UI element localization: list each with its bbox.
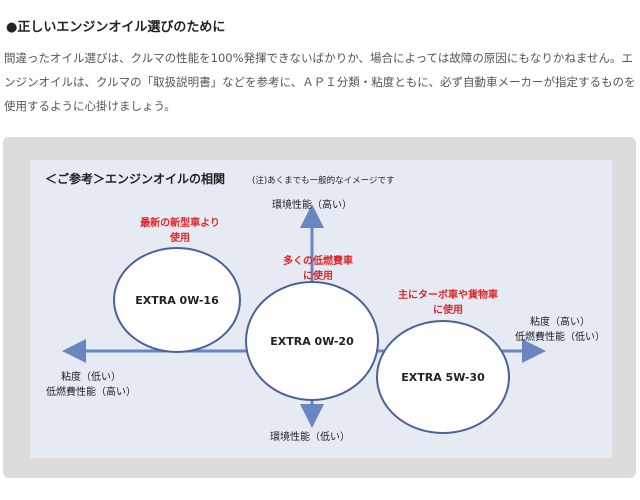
axis-right-line1: 粘度（高い）: [530, 317, 590, 328]
axis-right-line2: 低燃費性能（低い）: [515, 332, 605, 343]
note-line2: 使用: [170, 233, 190, 244]
intro-text: 間違ったオイル選びは、クルマの性能を100%発揮できないばかりか、場合によっては…: [4, 51, 636, 113]
note-line2: に使用: [303, 271, 333, 282]
oil-note-5w30: 主にターボ車や貨物車に使用: [388, 286, 508, 316]
axis-label-bottom: 環境性能（低い）: [270, 432, 350, 443]
oil-note-0w16: 最新の新型車より使用: [125, 214, 235, 244]
note-line2: に使用: [433, 305, 463, 316]
oil-circle-0w20: [245, 281, 379, 401]
oil-circle-5w30: [376, 320, 510, 434]
section-heading: ●正しいエンジンオイル選びのために: [6, 20, 226, 35]
note-line1: 主にターボ車や貨物車: [398, 290, 498, 301]
axis-label-top: 環境性能（高い）: [272, 200, 352, 211]
oil-note-0w20: 多くの低燃費車に使用: [268, 252, 368, 282]
oil-label-5w30: EXTRA 5W-30: [401, 371, 485, 384]
axis-label-left: 粘度（低い） 低燃費性能（高い）: [36, 368, 146, 398]
diagram-note: (注)あくまでも一般的なイメージです: [252, 176, 395, 186]
oil-label-0w16: EXTRA 0W-16: [135, 294, 219, 307]
diagram-title: ＜ご参考＞エンジンオイルの相関: [45, 172, 226, 186]
oil-label-0w20: EXTRA 0W-20: [270, 335, 354, 348]
axis-left-line1: 粘度（低い）: [61, 372, 121, 383]
note-line1: 最新の新型車より: [140, 218, 220, 229]
note-line1: 多くの低燃費車: [283, 256, 353, 267]
oil-circle-0w16: [113, 247, 241, 353]
axis-label-right: 粘度（高い） 低燃費性能（低い）: [505, 313, 615, 343]
axis-left-line2: 低燃費性能（高い）: [46, 387, 136, 398]
